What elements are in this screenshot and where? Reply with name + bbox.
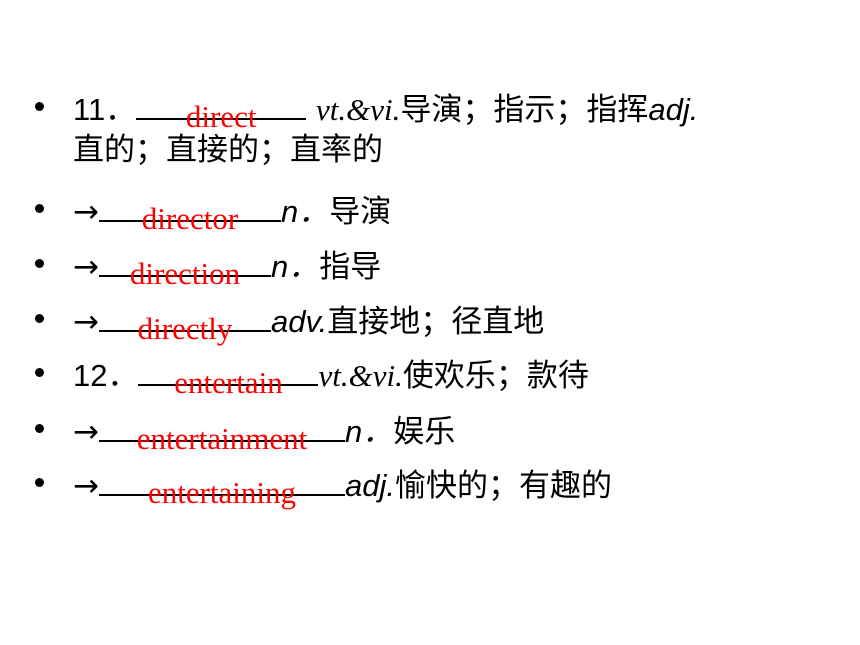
meaning: 导演；指示；指挥 — [400, 92, 649, 128]
meaning: 娱乐 — [393, 414, 456, 450]
item-line: 11． direct vt.&vi.导演；指示；指挥adj. — [73, 84, 698, 132]
bullet-icon — [35, 102, 44, 111]
item-line: 12． entertain vt.&vi.使欢乐；款待 — [73, 350, 589, 398]
item-line: → directly adv.直接地；径直地 — [73, 296, 544, 344]
part-of-speech: adv. — [270, 304, 328, 339]
answer-blank: director — [98, 186, 281, 234]
answer-text: direct — [185, 99, 257, 134]
meaning: 指导 — [319, 249, 382, 285]
part-of-speech: n． — [280, 194, 330, 229]
bullet-icon — [35, 478, 44, 487]
answer-blank: direction — [98, 241, 271, 289]
bullet-icon — [35, 314, 44, 323]
bullet-icon — [35, 368, 44, 377]
answer-text: entertain — [174, 365, 283, 400]
bullet-icon — [35, 259, 44, 268]
answer-blank: entertain — [138, 350, 319, 398]
item-number: 12． — [73, 358, 139, 393]
answer-text: entertaining — [147, 475, 297, 510]
item-line: → direction n．指导 — [73, 241, 381, 289]
meaning: 直接地；径直地 — [327, 304, 545, 340]
part-of-speech: adj. — [344, 468, 395, 503]
item-line: → entertaining adj.愉快的；有趣的 — [73, 460, 612, 508]
meaning-continued: 直的；直接的；直率的 — [73, 132, 383, 168]
part-of-speech: vt.&vi. — [318, 358, 403, 393]
item-line: → entertainment n．娱乐 — [73, 406, 455, 454]
answer-text: entertainment — [136, 421, 308, 456]
bullet-icon — [35, 204, 44, 213]
bullet-icon — [35, 424, 44, 433]
answer-text: director — [141, 201, 239, 236]
arrow-icon: → — [73, 194, 99, 230]
part-of-speech: n． — [270, 249, 320, 284]
meaning: 使欢乐；款待 — [402, 358, 589, 394]
answer-blank: entertainment — [98, 406, 345, 454]
arrow-icon: → — [73, 468, 99, 504]
answer-blank: direct — [136, 84, 307, 132]
part-of-speech: n． — [344, 414, 394, 449]
part-of-speech: adj. — [648, 92, 699, 127]
arrow-icon: → — [73, 304, 99, 340]
answer-text: directly — [137, 311, 233, 346]
meaning: 导演 — [329, 194, 392, 230]
arrow-icon: → — [73, 414, 99, 450]
arrow-icon: → — [73, 249, 99, 285]
meaning: 愉快的；有趣的 — [394, 468, 612, 504]
item-number: 11． — [73, 92, 137, 127]
answer-text: direction — [129, 256, 241, 291]
item-line: → director n．导演 — [73, 186, 391, 234]
answer-blank: directly — [98, 296, 271, 344]
answer-blank: entertaining — [98, 460, 345, 508]
part-of-speech: vt.&vi. — [316, 92, 401, 127]
